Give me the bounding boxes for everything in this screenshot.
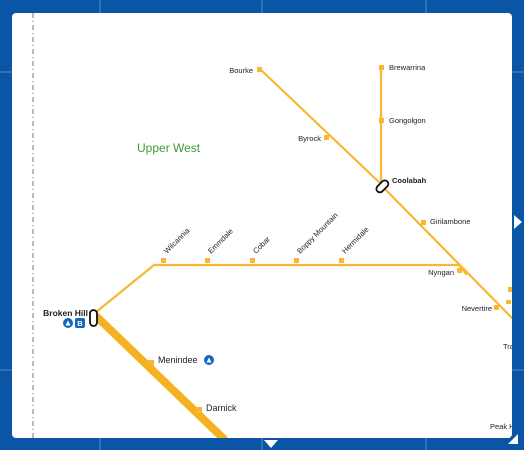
station-dot-trangie[interactable] [508,287,512,292]
station-label-boppy-mountain[interactable]: Boppy Mountain [295,211,340,256]
accessible-icon [63,318,73,328]
station-label-cobar[interactable]: Cobar [251,234,272,255]
svg-text:B: B [77,319,83,328]
station-dot-nevertire[interactable] [494,305,499,310]
station-dot-wilcannia[interactable] [161,258,166,263]
station-dot-emmdale[interactable] [205,258,210,263]
station-label-darnick[interactable]: Darnick [206,403,237,413]
station-label-gongolgon[interactable]: Gongolgon [389,116,426,125]
station-label-brewarrina[interactable]: Brewarrina [389,63,426,72]
station-label-nevertire[interactable]: Nevertire [462,304,492,313]
station-dot-nyngan[interactable] [457,268,462,273]
station-label-hermidale[interactable]: Hermidale [340,225,371,256]
line-bourke-coolabah [258,67,384,187]
line-coolabah-east [380,184,512,320]
line-broken-hill-south [93,313,228,438]
interchange-broken-hill[interactable] [89,309,98,327]
chevron-right-icon[interactable] [514,215,522,229]
interchange-coolabah[interactable] [375,179,390,194]
station-label-girilambone[interactable]: Girilambone [430,217,470,226]
accessible-icon [204,355,214,365]
chevron-down-icon[interactable] [264,440,278,448]
station-dot-boppy-mountain[interactable] [294,258,299,263]
station-label-peak-hill[interactable]: Peak Hil [490,422,512,431]
station-dot-trangie-2[interactable] [506,300,511,304]
station-dot-byrock[interactable] [324,135,329,140]
station-label-bourke[interactable]: Bourke [229,66,253,75]
station-label-wilcannia[interactable]: Wilcannia [162,225,192,255]
station-dot-darnick[interactable] [196,407,202,413]
station-label-byrock[interactable]: Byrock [298,134,321,143]
map-panel[interactable]: Upper West Bourke Brewarrina Gongolgon B… [12,13,512,438]
station-dot-hermidale[interactable] [339,258,344,263]
resize-grip-icon[interactable] [506,432,518,444]
station-label-nyngan[interactable]: Nyngan [428,268,454,277]
station-dot-gongolgon[interactable] [379,118,384,123]
region-label: Upper West [137,141,201,155]
station-label-trangie[interactable]: Tra [503,342,512,351]
line-broken-hill-nyngan [93,263,468,315]
station-dot-bourke[interactable] [257,67,262,72]
station-label-broken-hill[interactable]: Broken Hill [43,308,88,318]
station-label-emmdale[interactable]: Emmdale [206,227,235,256]
station-dot-cobar[interactable] [250,258,255,263]
station-label-menindee[interactable]: Menindee [158,355,198,365]
parking-icon: B [75,318,85,328]
network-map[interactable]: Upper West Bourke Brewarrina Gongolgon B… [12,13,512,438]
station-dot-menindee[interactable] [148,360,154,366]
station-dot-girilambone[interactable] [421,220,426,225]
station-label-coolabah[interactable]: Coolabah [392,176,427,185]
station-dot-brewarrina[interactable] [379,65,384,70]
